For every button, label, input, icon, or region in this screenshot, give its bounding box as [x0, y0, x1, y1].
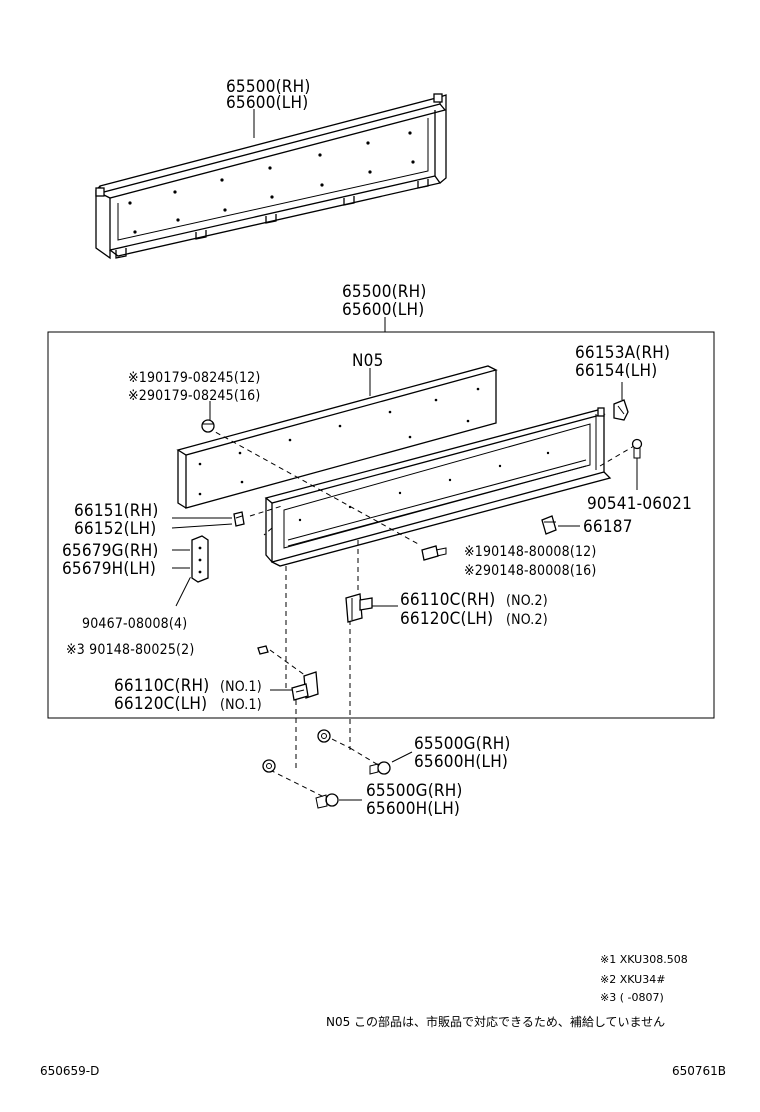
plate-65679g-icon	[191, 535, 209, 583]
label-90467: 90467-08008(4)	[82, 616, 187, 632]
bolt-90148-80008-icon	[421, 545, 447, 561]
bolt-90541-icon	[631, 438, 643, 459]
label-no1-lh: (NO.1)	[220, 697, 262, 713]
bushing-lower-icon	[262, 759, 276, 773]
tailgate-frame-drawing	[264, 407, 612, 567]
hinge-no1-icon	[291, 671, 319, 701]
label-65600-box: 65600(LH)	[342, 300, 424, 320]
label-66110c-no2: 66110C(RH)	[400, 590, 495, 610]
label-65500g-lower: 65500G(RH)	[366, 781, 463, 801]
label-65600h-upper: 65600H(LH)	[414, 752, 508, 772]
bushing-upper-icon	[317, 729, 331, 743]
label-90179-16: ※290179-08245(16)	[128, 388, 260, 404]
note-3: ※3 ( -0807)	[600, 991, 664, 1004]
label-65679g: 65679G(RH)	[62, 541, 159, 561]
detail-frame	[47, 331, 715, 719]
clip-66151-icon	[233, 511, 245, 527]
label-90148-12: ※190148-80008(12)	[464, 544, 596, 560]
pin-65500g-upper-icon	[369, 761, 391, 775]
label-66120c-no1: 66120C(LH)	[114, 694, 207, 714]
bolt-90148-80025-icon	[257, 645, 269, 655]
label-no1-rh: (NO.1)	[220, 679, 262, 695]
label-no2-rh: (NO.2)	[506, 593, 548, 609]
label-90148-16: ※290148-80008(16)	[464, 563, 596, 579]
clip-66187-icon	[541, 515, 557, 535]
label-65500-box: 65500(RH)	[342, 282, 427, 302]
tailgate-overview-drawing	[95, 93, 447, 260]
label-66152: 66152(LH)	[74, 519, 156, 539]
label-90179-12: ※190179-08245(12)	[128, 370, 260, 386]
pin-65500g-lower-icon	[315, 793, 339, 809]
bracket-66153a-icon	[613, 399, 629, 421]
hinge-no2-icon	[345, 593, 373, 623]
label-65500g-upper: 65500G(RH)	[414, 734, 511, 754]
label-65600-top: 65600(LH)	[226, 93, 308, 113]
note-n05: N05 この部品は、市販品で対応できるため、補給していません	[326, 1014, 665, 1029]
label-66110c-no1: 66110C(RH)	[114, 676, 209, 696]
label-66187: 66187	[583, 517, 633, 537]
label-n05: N05	[352, 351, 384, 371]
diagram-code-right: 650761B	[672, 1064, 726, 1078]
bolt-90179-icon	[201, 419, 215, 433]
label-66120c-no2: 66120C(LH)	[400, 609, 493, 629]
label-65600h-lower: 65600H(LH)	[366, 799, 460, 819]
note-2: ※2 XKU34#	[600, 973, 665, 986]
label-66153a: 66153A(RH)	[575, 343, 670, 363]
note-1: ※1 XKU308.508	[600, 953, 688, 966]
label-65500-top: 65500(RH)	[226, 77, 311, 97]
inner-panel-drawing	[176, 365, 498, 509]
label-65679h: 65679H(LH)	[62, 559, 156, 579]
label-90148-80025: ※3 90148-80025(2)	[66, 642, 194, 658]
label-66151: 66151(RH)	[74, 501, 159, 521]
label-90541: 90541-06021	[587, 494, 692, 514]
label-66154: 66154(LH)	[575, 361, 657, 381]
diagram-code-left: 650659-D	[40, 1064, 99, 1078]
label-no2-lh: (NO.2)	[506, 612, 548, 628]
